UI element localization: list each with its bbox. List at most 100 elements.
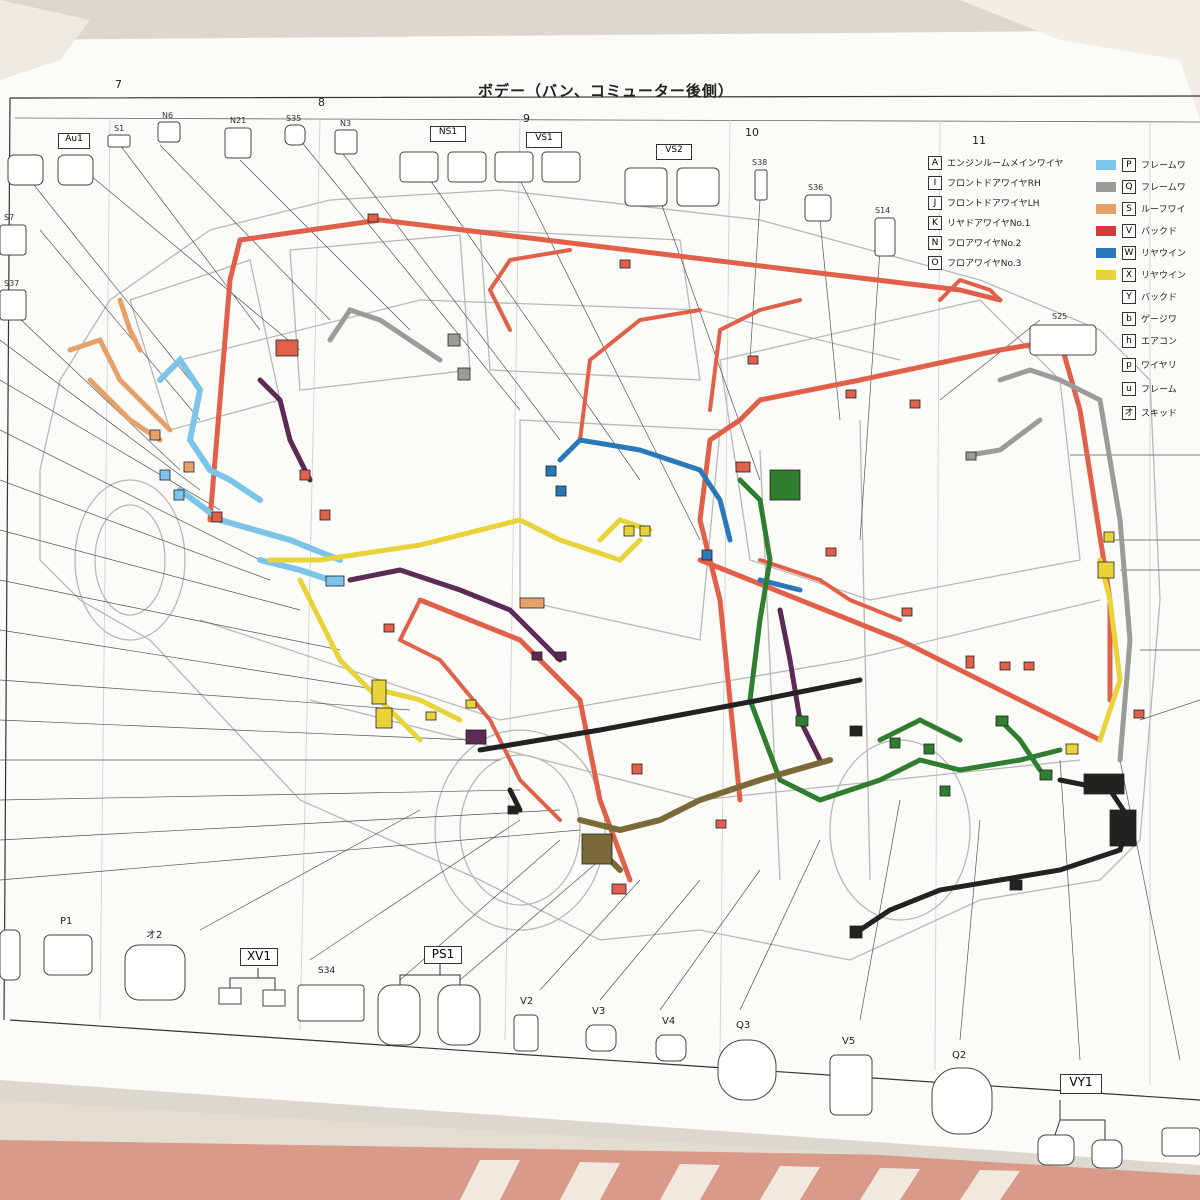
connector-code-s35: S35 <box>286 114 302 123</box>
connector-code-s25: S25 <box>1052 312 1068 321</box>
legend-text: ゲージワ <box>1141 315 1177 325</box>
gray-harness <box>327 307 1133 763</box>
connector-code-s38: S38 <box>752 158 768 167</box>
legend-row-q: Q フレームワ <box>1096 178 1186 195</box>
legend-text: フレームワ <box>1141 161 1186 171</box>
connector-code-v2: V2 <box>520 996 534 1007</box>
connector-code-ps1: PS1 <box>424 946 462 964</box>
legend-key: I <box>928 175 942 190</box>
legend-text: ルーフワイ <box>1141 205 1186 215</box>
connector-code-v5: V5 <box>842 1036 856 1047</box>
connector-code-o2: オ2 <box>146 930 163 941</box>
page-title: ボデー（バン、コミューター後側） <box>478 82 734 100</box>
legend-key: N <box>928 235 942 250</box>
legend-key: h <box>1122 333 1136 348</box>
legend-text: バックド <box>1141 293 1178 303</box>
connector-code-ns1: NS1 <box>430 126 466 142</box>
legend-row-a: A エンジンルームメインワイヤ <box>928 154 1075 171</box>
van-outline <box>39 189 1161 961</box>
connector-code-s7: S7 <box>4 213 15 222</box>
harness-connectors <box>149 213 1145 939</box>
legend-row-i: I フロントドアワイヤRH <box>928 174 1075 191</box>
connector-icons-bottom <box>0 929 1200 1169</box>
legend-text: スキッド <box>1141 409 1178 419</box>
column-number-9: 9 <box>523 112 530 125</box>
legend-text: エアコン <box>1141 337 1178 347</box>
legend-key: b <box>1122 311 1136 326</box>
legend-row-k: K リヤドアワイヤNo.1 <box>928 214 1075 231</box>
connector-code-v4: V4 <box>662 1016 676 1027</box>
legend-key: Q <box>1122 179 1136 194</box>
xv1-bracket <box>229 968 276 990</box>
connector-code-s14: S14 <box>875 206 891 215</box>
legend-row-p: P フレームワ <box>1096 156 1186 173</box>
connector-icons-top <box>0 121 1097 356</box>
legend-text: リヤウイン <box>1141 271 1187 281</box>
column-number-10: 10 <box>745 126 759 139</box>
connector-code-vs1: VS1 <box>526 132 562 148</box>
legend-text: フレーム <box>1141 385 1177 395</box>
legend-key: J <box>928 195 942 210</box>
connector-code-n21: N21 <box>230 116 247 125</box>
connector-code-s36: S36 <box>808 183 824 192</box>
column-number-7: 7 <box>115 78 122 91</box>
orange-harness <box>67 297 173 443</box>
legend-text: ワイヤリ <box>1141 361 1177 371</box>
legend-text: フロントドアワイヤLH <box>947 199 1040 209</box>
legend-row-y: Y バックド <box>1122 288 1177 305</box>
connector-code-p1: P1 <box>60 916 73 927</box>
connector-code-v3: V3 <box>592 1006 606 1017</box>
connector-code-q2: Q2 <box>952 1050 967 1061</box>
connector-code-xv1: XV1 <box>240 948 278 966</box>
legend-key: A <box>928 155 942 170</box>
column-number-8: 8 <box>318 96 325 109</box>
legend-swatch <box>1096 181 1116 192</box>
legend-row-p-lower: p ワイヤリ <box>1122 356 1177 373</box>
legend-swatch <box>1096 225 1116 236</box>
legend-row-n: N フロアワイヤNo.2 <box>928 234 1075 251</box>
purple-harness <box>257 377 823 763</box>
legend-text: フロアワイヤNo.3 <box>947 259 1022 269</box>
connector-code-vs2: VS2 <box>656 144 692 160</box>
vy1-bracket <box>1054 1100 1106 1140</box>
legend-swatch <box>1096 159 1116 170</box>
legend-text: リヤウイン <box>1141 249 1187 259</box>
frame-blue-harness <box>157 355 343 583</box>
connector-code-vy1: VY1 <box>1060 1074 1102 1094</box>
left-page-curl <box>0 0 90 80</box>
legend-key: u <box>1122 381 1136 396</box>
legend-row-x: X リヤウイン <box>1096 266 1186 283</box>
legend-key: W <box>1122 245 1136 260</box>
paper-page <box>0 30 1200 1165</box>
legend-key: S <box>1122 201 1136 216</box>
connector-code-n6: N6 <box>162 111 174 120</box>
legend-key: V <box>1122 223 1136 238</box>
legend-text: フレームワ <box>1141 183 1186 193</box>
connector-code-n3: N3 <box>340 119 352 128</box>
legend-text: バックド <box>1141 227 1178 237</box>
legend-key: Y <box>1122 289 1136 304</box>
legend-row-b: b ゲージワ <box>1122 310 1177 327</box>
legend-row-w: W リヤウイン <box>1096 244 1186 261</box>
connector-code-au1: Au1 <box>58 133 90 149</box>
yellow-harness <box>267 517 1123 743</box>
legend-row-h: h エアコン <box>1122 332 1177 349</box>
legend-swatch <box>1096 203 1116 214</box>
legend-key: X <box>1122 267 1136 282</box>
legend-swatch <box>1096 247 1116 258</box>
legend-key: p <box>1122 357 1136 372</box>
legend-text: エンジンルームメインワイヤ <box>947 159 1064 169</box>
legend-swatch <box>1096 269 1116 280</box>
legend-row-o: O フロアワイヤNo.3 <box>928 254 1075 271</box>
green-harness <box>737 477 1063 803</box>
legend-key: オ <box>1122 405 1136 420</box>
connector-code-q3: Q3 <box>736 1020 751 1031</box>
legend-key: K <box>928 215 942 230</box>
connector-code-s34: S34 <box>318 966 336 976</box>
connector-code-s1: S1 <box>114 124 125 133</box>
connector-code-s37: S37 <box>4 279 20 288</box>
legend-key: O <box>928 255 942 270</box>
column-number-11: 11 <box>972 134 986 147</box>
legend-row-v: V バックド <box>1096 222 1177 239</box>
